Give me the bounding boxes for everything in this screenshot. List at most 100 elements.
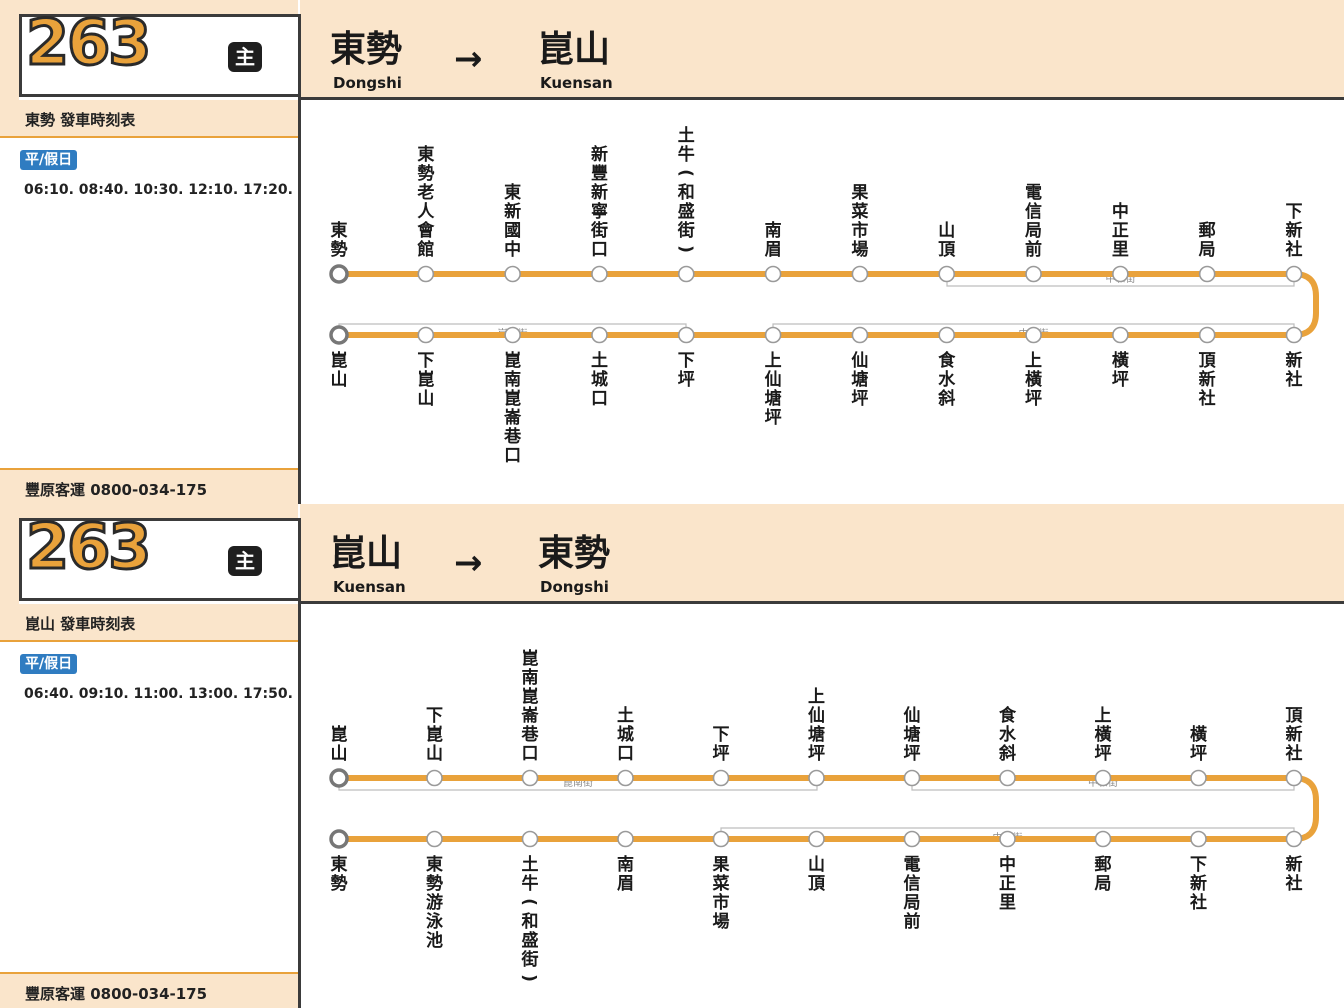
svg-text:崑: 崑 bbox=[504, 350, 521, 371]
day-type-badge: 平/假日 bbox=[20, 150, 78, 170]
direction-header-bg bbox=[300, 504, 1344, 602]
terminal-stop-marker bbox=[329, 264, 349, 284]
stop-marker bbox=[504, 265, 521, 283]
svg-text:斜: 斜 bbox=[937, 388, 955, 409]
svg-text:塘: 塘 bbox=[904, 724, 921, 745]
stop-marker bbox=[1094, 830, 1112, 848]
svg-text:坪: 坪 bbox=[1112, 370, 1129, 390]
svg-text:國: 國 bbox=[504, 221, 521, 241]
stop-marker bbox=[903, 830, 921, 848]
svg-text:崑: 崑 bbox=[504, 388, 521, 409]
svg-text:土: 土 bbox=[591, 350, 608, 371]
stop-label: 東勢 bbox=[331, 854, 348, 894]
stop-marker bbox=[1285, 830, 1303, 848]
route-panel-kuensan-to-dongshi: 263 主 崑山 發車時刻表 平/假日 06:40. 09:10. 11:00.… bbox=[0, 504, 1344, 1008]
stop-label: 仙塘坪 bbox=[904, 705, 921, 764]
stop-marker bbox=[617, 769, 634, 787]
stop-marker bbox=[1025, 326, 1042, 344]
svg-text:塘: 塘 bbox=[851, 369, 868, 390]
header-strip bbox=[0, 0, 298, 14]
svg-text:新: 新 bbox=[1286, 724, 1303, 745]
stop-label: 崑山 bbox=[331, 724, 348, 764]
svg-text:水: 水 bbox=[938, 369, 956, 390]
svg-text:東: 東 bbox=[417, 144, 434, 165]
svg-text:勢: 勢 bbox=[331, 239, 348, 260]
svg-text:郵: 郵 bbox=[1095, 855, 1112, 875]
stop-marker bbox=[764, 326, 782, 344]
terminal-stop-marker bbox=[329, 325, 349, 345]
stop-label: 橫坪 bbox=[1190, 724, 1208, 764]
vertical-divider bbox=[298, 518, 301, 1008]
route-line bbox=[339, 271, 1319, 338]
stop-marker bbox=[1198, 265, 1216, 283]
horizontal-divider bbox=[298, 601, 1344, 604]
timetable-title-bar: 東勢 發車時刻表 bbox=[0, 100, 298, 138]
svg-text:橫: 橫 bbox=[1112, 350, 1130, 371]
stop-label: 下坪 bbox=[713, 725, 730, 764]
svg-text:電: 電 bbox=[904, 855, 921, 875]
svg-text:東: 東 bbox=[504, 182, 521, 203]
svg-text:勢: 勢 bbox=[417, 163, 434, 184]
svg-text:坪: 坪 bbox=[678, 370, 695, 390]
svg-text:(: ( bbox=[675, 169, 695, 177]
svg-text:信: 信 bbox=[904, 873, 921, 894]
svg-text:南: 南 bbox=[765, 220, 782, 241]
svg-text:中: 中 bbox=[999, 854, 1016, 875]
svg-text:局: 局 bbox=[904, 893, 921, 913]
stop-label: 土城口 bbox=[591, 350, 608, 409]
stop-marker bbox=[938, 265, 956, 283]
stop-label: 下崑山 bbox=[426, 706, 443, 764]
svg-text:崑: 崑 bbox=[426, 724, 443, 745]
stop-marker bbox=[999, 830, 1016, 848]
svg-text:市: 市 bbox=[851, 220, 868, 241]
stop-marker bbox=[417, 326, 435, 344]
svg-text:寧: 寧 bbox=[591, 201, 608, 222]
destination-name: 崑山 bbox=[538, 29, 611, 70]
svg-text:下: 下 bbox=[678, 351, 695, 371]
svg-text:南: 南 bbox=[617, 854, 634, 875]
svg-text:崙: 崙 bbox=[521, 705, 540, 726]
stop-label: 郵局 bbox=[1095, 855, 1112, 894]
svg-text:街: 街 bbox=[590, 220, 608, 241]
svg-text:上: 上 bbox=[1025, 351, 1042, 371]
stop-marker bbox=[1112, 265, 1129, 283]
svg-text:橫: 橫 bbox=[1190, 724, 1208, 745]
stop-marker bbox=[851, 326, 869, 344]
svg-text:郵: 郵 bbox=[1199, 221, 1216, 241]
header-strip-left bbox=[0, 518, 19, 604]
stop-marker bbox=[851, 265, 869, 283]
svg-text:勢: 勢 bbox=[426, 873, 443, 894]
svg-text:坪: 坪 bbox=[1190, 744, 1207, 764]
svg-text:巷: 巷 bbox=[521, 724, 540, 745]
svg-text:): ) bbox=[675, 245, 695, 253]
svg-text:橫: 橫 bbox=[1025, 369, 1043, 390]
svg-text:局: 局 bbox=[1095, 874, 1112, 894]
svg-text:和: 和 bbox=[522, 912, 539, 932]
stop-marker bbox=[1198, 326, 1216, 344]
svg-text:坪: 坪 bbox=[1025, 389, 1042, 409]
stop-label: 中正里 bbox=[1112, 201, 1129, 260]
svg-text:電: 電 bbox=[1025, 183, 1042, 203]
stop-label: 下新社 bbox=[1285, 202, 1303, 260]
svg-text:街: 街 bbox=[677, 220, 695, 241]
svg-text:新: 新 bbox=[591, 182, 608, 203]
stop-marker bbox=[1094, 769, 1112, 787]
stop-marker bbox=[1285, 769, 1303, 787]
route-map: 中和街崑南街中和街東勢東勢老人會館東新國中新豐新寧街口土牛(和盛街)南眉果菜市場… bbox=[329, 125, 1319, 466]
svg-text:仙: 仙 bbox=[904, 705, 921, 726]
svg-text:前: 前 bbox=[1025, 239, 1042, 260]
stop-label: 土牛(和盛街) bbox=[675, 125, 695, 253]
stop-label: 橫坪 bbox=[1112, 350, 1130, 390]
svg-text:里: 里 bbox=[1112, 240, 1129, 260]
svg-text:口: 口 bbox=[591, 240, 608, 260]
svg-text:新: 新 bbox=[591, 144, 608, 165]
svg-text:): ) bbox=[519, 974, 539, 982]
svg-text:東: 東 bbox=[331, 220, 348, 241]
stop-label: 頂新社 bbox=[1198, 351, 1217, 409]
svg-text:眉: 眉 bbox=[617, 874, 634, 894]
stop-label: 山頂 bbox=[808, 855, 826, 894]
